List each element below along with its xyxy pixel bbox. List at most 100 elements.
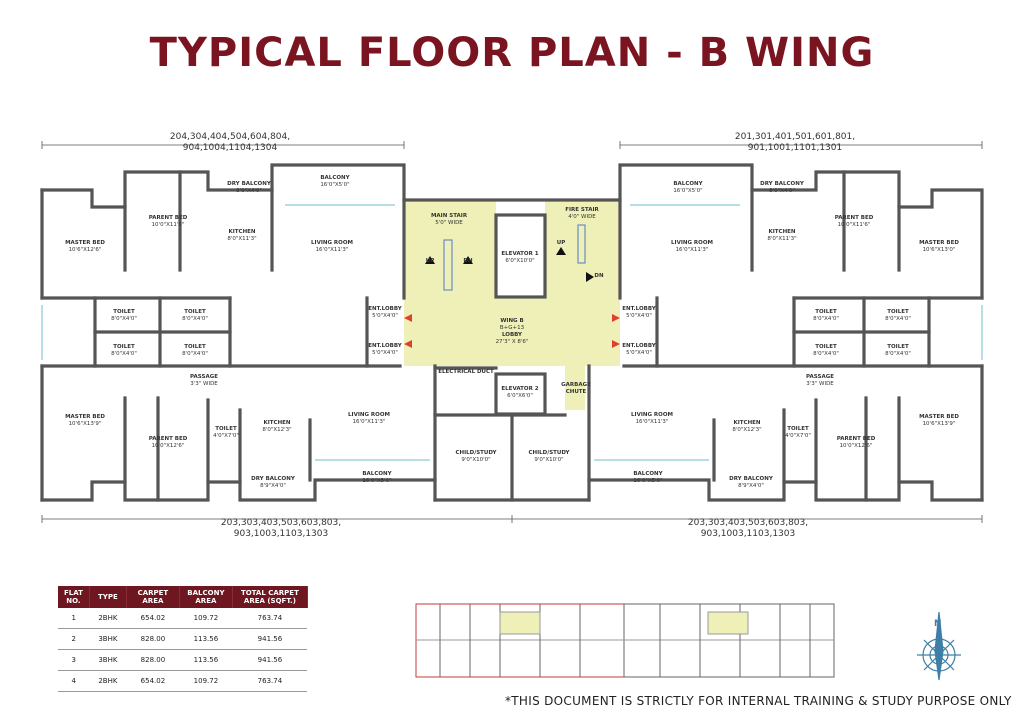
room-name: TOILET xyxy=(215,426,237,432)
room-size: 16'0"X11'3" xyxy=(675,247,709,253)
room-size: 10'6"X13'0" xyxy=(922,247,956,253)
room-size: 10'0"X12'6" xyxy=(839,443,873,449)
room-name: BALCONY xyxy=(673,181,703,187)
room-wing-lobby: WING B B+G+13 LOBBY 27'3" X 8'6" xyxy=(477,318,547,346)
room-size: 8'9"X4'0" xyxy=(738,483,764,489)
stair-up-fire: UP xyxy=(556,240,566,246)
room-name: PARENT BED xyxy=(834,215,874,221)
header-flat-no: FLAT NO. xyxy=(58,586,90,608)
room-size: 8'0"X4'0" xyxy=(182,316,208,322)
room-size: 4'0"X7'0" xyxy=(785,433,811,439)
room-name: PARENT BED xyxy=(148,436,188,442)
cell-balcony: 109.72 xyxy=(179,608,233,629)
room-name: ELEVATOR 1 xyxy=(501,251,539,257)
room-size: 10'6"X13'9" xyxy=(68,421,102,427)
cell-balcony: 109.72 xyxy=(179,670,233,692)
cell-type: 3BHK xyxy=(89,649,127,671)
room-size: 8'0"X4'0" xyxy=(885,316,911,322)
room-size: 16'0"X11'3" xyxy=(352,419,386,425)
room-name: TOILET xyxy=(887,344,909,350)
cell-total: 763.74 xyxy=(232,608,308,629)
room-name: LIVING ROOM xyxy=(671,240,713,246)
room-name: GARBAGE xyxy=(561,382,591,388)
header-balcony-area: BALCONY AREA xyxy=(179,586,233,608)
room-size: 5'0" WIDE xyxy=(435,220,463,226)
cell-flat-no: 3 xyxy=(58,649,90,671)
cell-carpet: 828.00 xyxy=(126,628,180,650)
room-size: 8'0"X4'0" xyxy=(182,351,208,357)
room-size: 10'0"X11'6" xyxy=(837,222,871,228)
room-size: 16'0"X5'0" xyxy=(673,188,703,194)
room-name: BALCONY xyxy=(362,471,392,477)
room-size: 10'0"X11'6" xyxy=(151,222,185,228)
room-name: TOILET xyxy=(184,344,206,350)
stair-arrows xyxy=(425,247,594,282)
stair-details xyxy=(443,224,586,291)
cell-type: 3BHK xyxy=(89,628,127,650)
room-size: 8'0"X4'0" xyxy=(769,188,795,194)
room-size: 8'0"X4'0" xyxy=(813,351,839,357)
room-size: 8'0"X4'0" xyxy=(885,351,911,357)
room-name: PASSAGE xyxy=(806,374,834,380)
dimension-lines xyxy=(41,141,983,523)
room-name: KITCHEN xyxy=(768,229,796,235)
cell-type: 2BHK xyxy=(89,608,127,629)
table-row: 4 2BHK 654.02 109.72 763.74 xyxy=(58,670,308,692)
room-name: MAIN STAIR xyxy=(430,213,468,219)
room-size: 9'0"X10'0" xyxy=(461,457,491,463)
room-name: CHILD/STUDY xyxy=(455,450,497,456)
core-highlight xyxy=(404,200,620,410)
cell-carpet: 654.02 xyxy=(126,608,180,629)
room-size: 10'6"X13'9" xyxy=(922,421,956,427)
room-size: 16'0"X5'0" xyxy=(633,478,663,484)
room-size: 5'0"X4'0" xyxy=(626,350,652,356)
room-name: ELEVATOR 2 xyxy=(501,386,539,392)
cell-carpet: 828.00 xyxy=(126,649,180,671)
dim-bottom-right: 203,303,403,503,603,803, 903,1003,1103,1… xyxy=(663,518,833,540)
dim-line: 201,301,401,501,601,801, xyxy=(734,132,856,142)
lobby-wing: WING B xyxy=(500,318,524,324)
cell-flat-no: 1 xyxy=(58,608,90,629)
room-name: ENT.LOBBY xyxy=(368,343,402,349)
compass-north-label: N xyxy=(934,619,942,629)
room-name: FIRE STAIR xyxy=(565,207,599,213)
room-name: BALCONY xyxy=(633,471,663,477)
stair-dn-main: DN xyxy=(463,258,473,264)
dim-line: 903,1003,1103,1303 xyxy=(700,529,796,539)
table-row: 1 2BHK 654.02 109.72 763.74 xyxy=(58,608,308,629)
area-table: FLAT NO. TYPE CARPET AREA BALCONY AREA T… xyxy=(58,586,308,692)
lobby-size: 27'3" X 8'6" xyxy=(495,339,529,345)
room-size: 8'0"X12'3" xyxy=(732,427,762,433)
dim-line: 204,304,404,504,604,804, xyxy=(169,132,291,142)
room-size: 6'0"X6'0" xyxy=(507,393,533,399)
room-name: DRY BALCONY xyxy=(227,181,271,187)
room-name: ENT.LOBBY xyxy=(368,306,402,312)
lobby-name: LOBBY xyxy=(501,332,523,338)
room-size: 10'6"X12'6" xyxy=(68,247,102,253)
room-name: DRY BALCONY xyxy=(729,476,773,482)
header-carpet-area: CARPET AREA xyxy=(126,586,180,608)
dim-bottom-left: 203,303,403,503,603,803, 903,1003,1103,1… xyxy=(196,518,366,540)
dim-top-right: 201,301,401,501,601,801, 901,1001,1101,1… xyxy=(715,132,875,154)
room-name: ENT.LOBBY xyxy=(622,343,656,349)
